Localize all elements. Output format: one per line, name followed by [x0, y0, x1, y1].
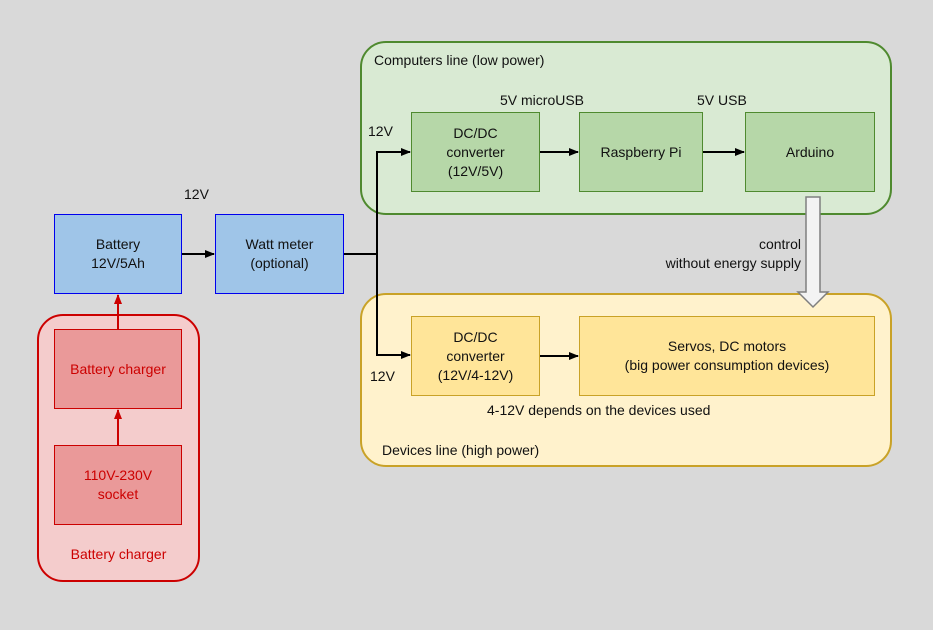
- battery-box[interactable]: Battery 12V/5Ah: [54, 214, 182, 294]
- usb-label: 5V USB: [697, 92, 747, 108]
- servos-motors-box[interactable]: Servos, DC motors (big power consumption…: [579, 316, 875, 396]
- socket-box[interactable]: 110V-230V socket: [54, 445, 182, 525]
- dcdc-converter-4-12v-box[interactable]: DC/DC converter (12V/4-12V): [411, 316, 540, 396]
- voltage-range-note: 4-12V depends on the devices used: [487, 402, 711, 418]
- voltage-label-main: 12V: [184, 186, 209, 202]
- voltage-label-devices: 12V: [370, 368, 395, 384]
- dcdc-converter-5v-box[interactable]: DC/DC converter (12V/5V): [411, 112, 540, 192]
- devices-line-label: Devices line (high power): [382, 442, 540, 458]
- watt-meter-box[interactable]: Watt meter (optional): [215, 214, 344, 294]
- raspberry-pi-box[interactable]: Raspberry Pi: [579, 112, 703, 192]
- control-arrow: [796, 196, 830, 309]
- battery-charger-box[interactable]: Battery charger: [54, 329, 182, 409]
- microusb-label: 5V microUSB: [500, 92, 585, 108]
- control-label: control without energy supply: [665, 236, 801, 271]
- battery-charger-group-label: Battery charger: [70, 546, 167, 562]
- computers-line-label: Computers line (low power): [374, 52, 545, 68]
- arduino-box[interactable]: Arduino: [745, 112, 875, 192]
- voltage-label-computers: 12V: [368, 123, 393, 139]
